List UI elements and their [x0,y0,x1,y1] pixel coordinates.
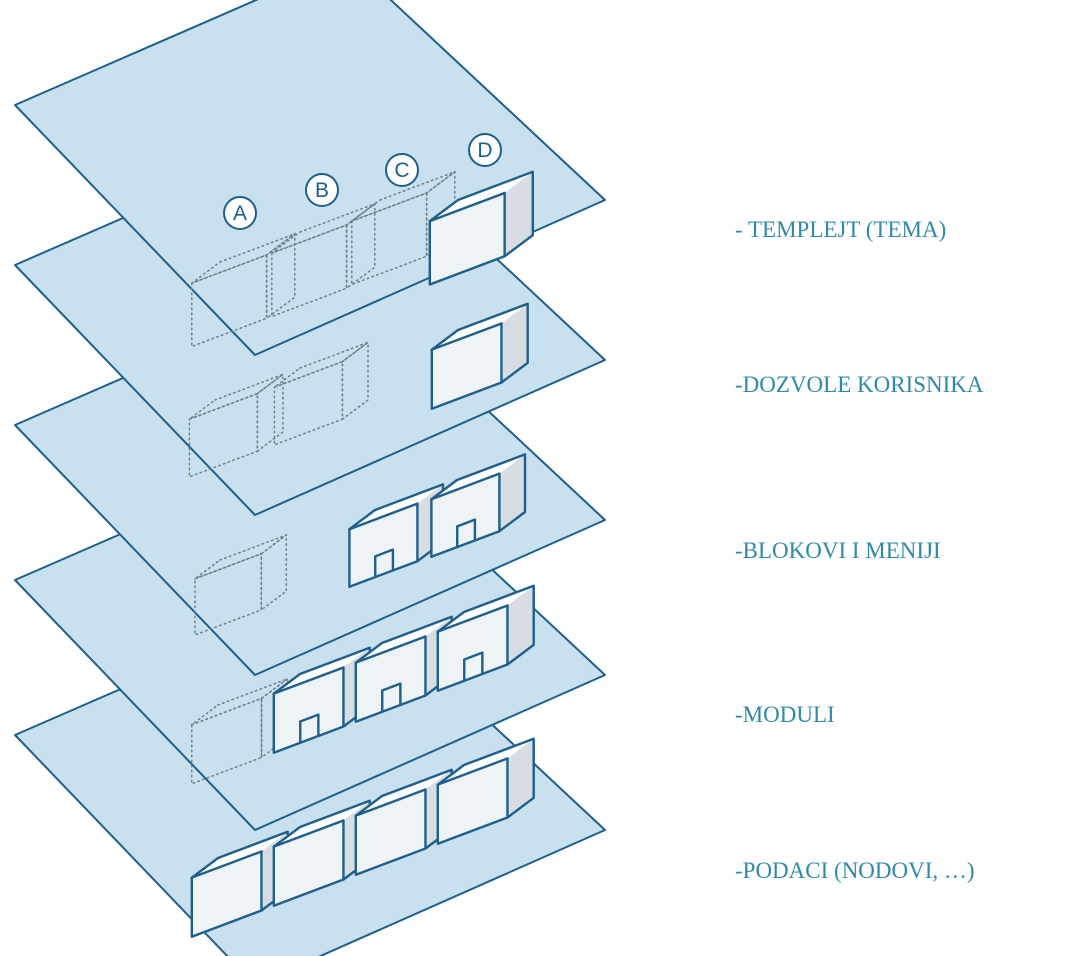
data-cube-front [273,820,344,906]
permission-cube-top [431,303,528,350]
data-cube-edge [190,850,263,879]
module-cube-edge [272,666,345,695]
data-cube-front [355,789,426,875]
label-modules: -MODULI [735,702,835,727]
template-slot-d-top [429,171,533,222]
module-cube-notch [463,651,484,682]
block-piece-notch [374,548,395,579]
permission-ghost-side [256,372,284,453]
block-ghost-front [194,552,263,636]
permission-cube-front [431,323,502,409]
module-cube-ghost-front [191,697,263,785]
block-piece-top [431,454,525,500]
module-cube-edge [436,604,509,633]
marker-label: B [315,179,329,202]
template-slot-d-front [429,193,505,285]
permission-ghost-side [341,340,369,421]
data-cube-front [437,758,508,844]
module-cube-top [273,647,370,694]
block-piece-side [499,454,525,532]
data-cube-edge [272,819,345,848]
block-piece-top [349,484,443,530]
data-cube-edge [354,788,427,817]
permission-cube-side [501,303,528,383]
data-cube-top [191,831,288,878]
module-cube-notch [381,682,402,713]
module-cube-edge [354,635,427,664]
module-cube-front [355,636,426,722]
template-slot-c-front [351,191,428,286]
data-cube-top [355,769,452,816]
template-slot-a-side [265,232,296,320]
data-cube-side [507,738,534,818]
module-cube-front [437,605,508,691]
label-blocks: -BLOKOVI I MENIJI [735,538,941,563]
marker-c [385,153,419,187]
block-piece-edge [348,502,419,531]
plane-surface [14,0,606,356]
block-piece-front [349,503,418,587]
block-piece-edge [430,472,501,501]
label-template: - TEMPLEJT (TEMA) [735,217,947,242]
template-slot-b-front [271,223,348,318]
template-slot-d-side [504,171,533,257]
label-data: -PODACI (NODOVI, …) [735,858,975,883]
marker-d [468,133,502,167]
template-slot-d-edge [428,191,506,223]
template-slot-a-front [191,253,268,348]
module-cube-side [507,585,534,665]
template-slot-b-side [345,202,376,290]
data-cube-top [273,800,370,847]
module-cube-notch [299,713,320,744]
module-cube-front [273,667,344,753]
marker-b [305,173,339,207]
module-cube-top [355,616,452,663]
data-cube-top [437,738,534,785]
marker-label: C [394,159,409,182]
data-cube-front [191,851,262,937]
marker-label: D [477,139,492,162]
block-piece-notch [456,518,477,549]
module-cube-top [437,585,534,632]
marker-a [223,196,257,230]
data-cube-edge [436,757,509,786]
block-piece-front [431,473,500,557]
label-permissions: -DOZVOLE KORISNIKA [735,372,984,397]
plane-template: A B C D [14,0,606,356]
template-slot-c-side [425,170,456,258]
permission-cube-edge [430,322,503,351]
marker-label: A [233,202,247,225]
block-ghost-side [260,533,288,612]
